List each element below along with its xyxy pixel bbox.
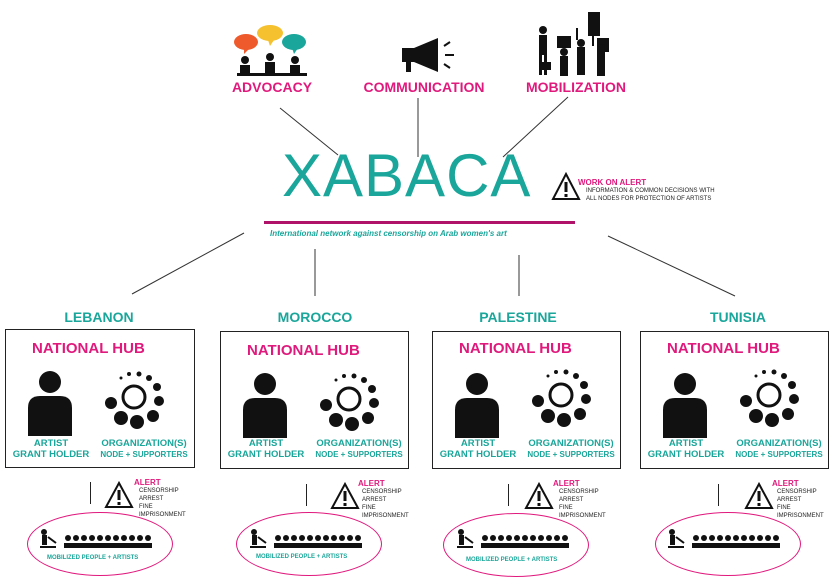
mobilized-ellipse	[27, 512, 173, 576]
network-title: XABACA	[282, 142, 532, 209]
work-on-alert-text: INFORMATION & COMMON DECISIONS WITH ALL …	[586, 188, 715, 202]
hub-title: NATIONAL HUB	[32, 340, 145, 357]
artist-label: ARTIST	[248, 438, 284, 449]
hub-title: NATIONAL HUB	[667, 340, 780, 357]
communication-label: COMMUNICATION	[363, 79, 485, 95]
organization-nodes-icon	[532, 369, 591, 427]
crowd-icon	[457, 529, 569, 548]
warning-triangle-icon	[744, 482, 774, 509]
alert-title: ALERT	[134, 478, 161, 487]
title-underline	[264, 221, 575, 224]
speech-bubbles-meeting-icon	[234, 25, 307, 76]
crowd-icon	[40, 529, 152, 548]
warning-triangle-icon	[551, 172, 581, 200]
protesters-with-signs-icon	[539, 12, 609, 76]
alert-item: ARREST	[139, 496, 164, 502]
organization-nodes-icon	[320, 373, 379, 431]
node-supporters-label: NODE + SUPPORTERS	[527, 450, 615, 459]
mobilized-label: MOBILIZED PEOPLE + ARTISTS	[256, 554, 348, 560]
country-morocco: MOROCCO	[277, 309, 353, 325]
alert-item: IMPRISONMENT	[559, 513, 606, 519]
alert-connector	[508, 484, 509, 506]
artist-label: ARTIST	[33, 438, 69, 449]
node-supporters-label: NODE + SUPPORTERS	[315, 450, 403, 459]
mobilization-label: MOBILIZATION	[525, 79, 627, 95]
alert-item: IMPRISONMENT	[362, 513, 409, 519]
artist-person-icon	[243, 373, 287, 438]
artist-label: ARTIST	[460, 438, 496, 449]
alert-item: CENSORSHIP	[559, 489, 599, 495]
warning-triangle-icon	[104, 481, 134, 508]
alert-item: ARREST	[362, 497, 387, 503]
node-supporters-label: NODE + SUPPORTERS	[100, 450, 188, 459]
alert-title: ALERT	[553, 479, 580, 488]
alert-item: FINE	[777, 505, 791, 511]
alert-connector	[306, 484, 307, 506]
megaphone-icon	[402, 38, 454, 72]
artist-person-icon	[663, 373, 707, 438]
warning-triangle-icon	[330, 482, 360, 509]
country-tunisia: TUNISIA	[710, 309, 766, 325]
mobilized-ellipse	[655, 512, 801, 576]
artist-person-icon	[455, 373, 499, 438]
alert-title: ALERT	[358, 479, 385, 488]
work-on-alert-title: WORK ON ALERT	[578, 178, 647, 187]
organization-nodes-icon	[105, 371, 164, 429]
hub-title: NATIONAL HUB	[247, 342, 360, 359]
alert-item: CENSORSHIP	[362, 489, 402, 495]
grant-holder-label: GRANT HOLDER	[439, 449, 517, 460]
mobilized-ellipse	[236, 512, 382, 576]
country-palestine: PALESTINE	[479, 309, 557, 325]
crowd-icon	[668, 529, 780, 548]
grant-holder-label: GRANT HOLDER	[647, 449, 725, 460]
alert-title: ALERT	[772, 479, 799, 488]
organizations-label: ORGANIZATION(S)	[316, 438, 402, 449]
mobilized-label: MOBILIZED PEOPLE + ARTISTS	[466, 557, 558, 563]
warning-triangle-icon	[524, 482, 554, 509]
alert-item: FINE	[559, 505, 573, 511]
alert-item: CENSORSHIP	[139, 488, 179, 494]
alert-item: IMPRISONMENT	[777, 513, 824, 519]
advocacy-label: ADVOCACY	[231, 79, 313, 95]
country-lebanon: LEBANON	[64, 309, 134, 325]
alert-item: ARREST	[559, 497, 584, 503]
alert-connector	[718, 484, 719, 506]
grant-holder-label: GRANT HOLDER	[12, 449, 90, 460]
artist-label: ARTIST	[668, 438, 704, 449]
organization-nodes-icon	[740, 369, 799, 427]
organizations-label: ORGANIZATION(S)	[101, 438, 187, 449]
organizations-label: ORGANIZATION(S)	[528, 438, 614, 449]
mobilized-label: MOBILIZED PEOPLE + ARTISTS	[47, 555, 139, 561]
network-tagline: International network against censorship…	[270, 229, 507, 238]
crowd-icon	[250, 529, 362, 548]
alert-item: FINE	[362, 505, 376, 511]
alert-connector	[90, 482, 91, 504]
alert-item: IMPRISONMENT	[139, 512, 186, 518]
grant-holder-label: GRANT HOLDER	[227, 449, 305, 460]
alert-item: FINE	[139, 504, 153, 510]
alert-item: CENSORSHIP	[777, 489, 817, 495]
organizations-label: ORGANIZATION(S)	[736, 438, 822, 449]
mobilized-ellipse	[443, 513, 589, 577]
alert-item: ARREST	[777, 497, 802, 503]
artist-person-icon	[28, 371, 72, 436]
hub-title: NATIONAL HUB	[459, 340, 572, 357]
node-supporters-label: NODE + SUPPORTERS	[735, 450, 823, 459]
